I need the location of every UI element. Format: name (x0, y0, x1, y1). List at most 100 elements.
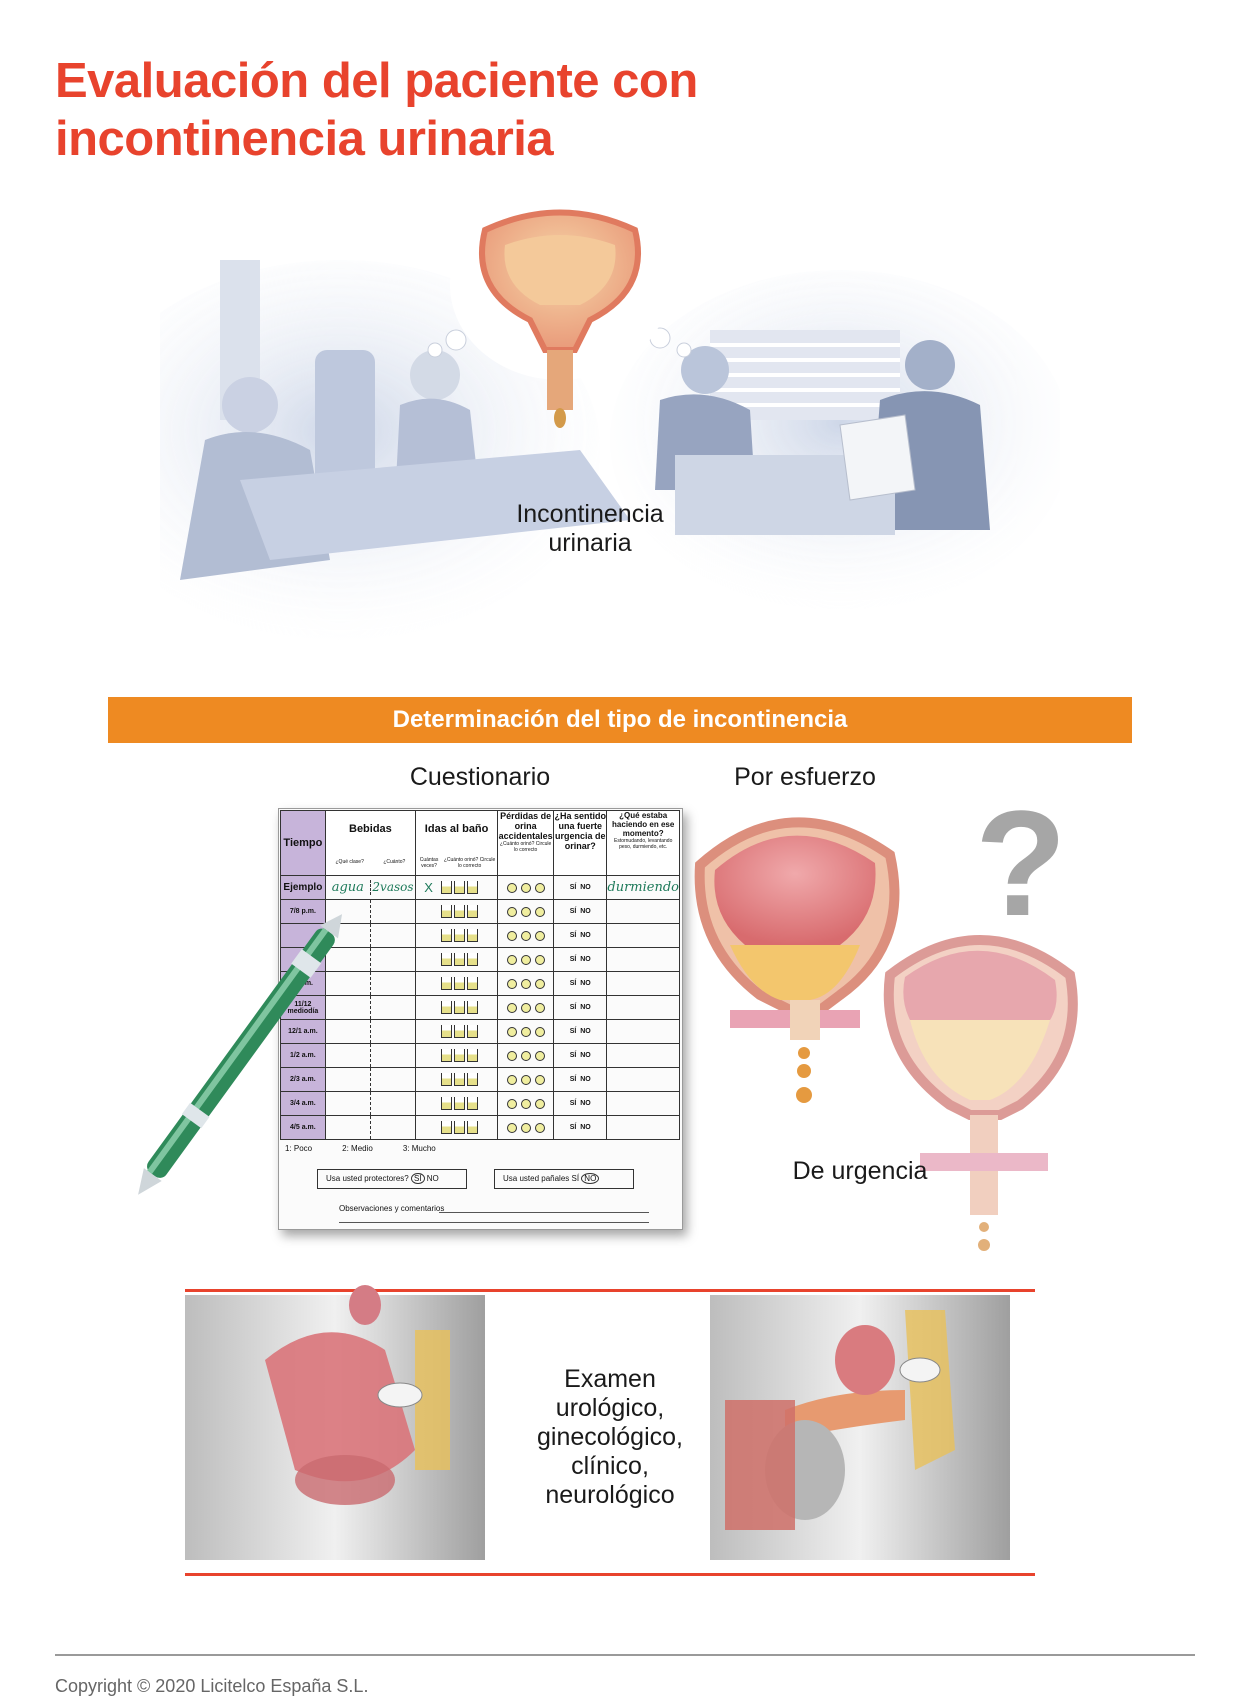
row-yes[interactable]: SÍ (569, 1124, 577, 1131)
footer-divider (55, 1654, 1195, 1656)
row-yes[interactable]: SÍ (569, 932, 577, 939)
row-no[interactable]: NO (580, 1100, 591, 1107)
row-leaks[interactable] (497, 899, 555, 924)
urge-bladder (883, 935, 1078, 1251)
header-bathroom-sub-2: ¿Cuánto orinó? Circule lo correcto (443, 857, 496, 869)
row-no[interactable]: NO (580, 1052, 591, 1059)
row-leaks[interactable] (497, 971, 555, 996)
row-yes[interactable]: SÍ (569, 956, 577, 963)
row-no[interactable]: NO (580, 1076, 591, 1083)
row-yes[interactable]: SÍ (569, 980, 577, 987)
form-row: 2/3 a.m. SÍ NO (280, 1067, 680, 1092)
row-urge[interactable]: SÍ NO (553, 947, 608, 972)
exam-label: Examen urológico, ginecológico, clínico,… (510, 1365, 710, 1510)
title-line-2: incontinencia urinaria (55, 112, 554, 166)
row-urge[interactable]: SÍ NO (553, 1067, 608, 1092)
row-activity[interactable] (606, 899, 680, 924)
row-leaks[interactable] (497, 995, 555, 1020)
page-title: Evaluación del paciente con incontinenci… (55, 52, 955, 168)
row-bathroom[interactable] (415, 1067, 499, 1092)
header-time: Tiempo (280, 810, 326, 876)
row-yes[interactable]: SÍ (569, 1100, 577, 1107)
row-yes[interactable]: SÍ (569, 1052, 577, 1059)
row-bathroom[interactable] (415, 1115, 499, 1140)
header-doing-sub: Estornudando, levantando peso, durmiendo… (613, 838, 673, 850)
right-scene (610, 270, 1060, 610)
row-time: 3/4 a.m. (280, 1091, 326, 1116)
example-drink-type: agua (331, 880, 364, 895)
row-no[interactable]: NO (580, 980, 591, 987)
row-yes[interactable]: SÍ (569, 1004, 577, 1011)
incontinence-label: Incontinencia urinaria (490, 500, 690, 558)
row-leaks[interactable] (497, 1043, 555, 1068)
row-activity[interactable] (606, 923, 680, 948)
row-yes[interactable]: SÍ (569, 1028, 577, 1035)
row-time: 12/1 a.m. (280, 1019, 326, 1044)
incontinence-label-line-1: Incontinencia (516, 500, 664, 528)
row-no[interactable]: NO (580, 1124, 591, 1131)
row-bathroom[interactable] (415, 995, 499, 1020)
amount-legend: 1: Poco 2: Medio 3: Mucho (285, 1144, 436, 1153)
row-bathroom[interactable] (415, 1091, 499, 1116)
row-activity[interactable] (606, 1043, 680, 1068)
bladder-types-illustration: ? (694, 795, 1078, 1251)
row-leaks[interactable] (497, 923, 555, 948)
incontinence-label-line-2: urinaria (548, 529, 632, 557)
row-activity[interactable] (606, 1019, 680, 1044)
header-leaks-label: Pérdidas de orina accidentales (498, 811, 553, 841)
form-row: 1/2 a.m.SÍ NO (280, 1043, 680, 1068)
row-urge[interactable]: SÍ NO (553, 1091, 608, 1116)
row-drinks[interactable] (324, 1043, 417, 1068)
row-yes[interactable]: SÍ (569, 908, 577, 915)
row-bathroom[interactable] (415, 971, 499, 996)
row-activity[interactable] (606, 971, 680, 996)
example-urge: SÍ NO (553, 875, 608, 900)
row-bathroom[interactable] (415, 899, 499, 924)
row-bathroom[interactable] (415, 923, 499, 948)
questionnaire-caption: Cuestionario (409, 763, 551, 791)
row-bathroom[interactable] (415, 947, 499, 972)
row-activity[interactable] (606, 1067, 680, 1092)
protectors-yes: SÍ (410, 1173, 425, 1184)
row-urge[interactable]: SÍ NO (553, 971, 608, 996)
row-leaks[interactable] (497, 947, 555, 972)
row-activity[interactable] (606, 995, 680, 1020)
protectors-box: Usa usted protectores? SÍ NO (317, 1169, 467, 1189)
row-leaks[interactable] (497, 1115, 555, 1140)
row-leaks[interactable] (497, 1019, 555, 1044)
row-activity[interactable] (606, 947, 680, 972)
exam-illustrations (185, 1285, 1010, 1560)
row-no[interactable]: NO (580, 1028, 591, 1035)
row-urge[interactable]: SÍ NO (553, 923, 608, 948)
row-leaks[interactable] (497, 1091, 555, 1116)
header-drinks-sub-2: ¿Cuánto? (383, 859, 406, 865)
example-times: X (424, 880, 433, 895)
header-bathroom-label: Idas al baño (424, 823, 489, 835)
row-drinks[interactable] (324, 971, 417, 996)
row-no[interactable]: NO (580, 956, 591, 963)
exam-line-2: urológico, (555, 1394, 665, 1422)
row-urge[interactable]: SÍ NO (553, 1043, 608, 1068)
row-activity[interactable] (606, 1091, 680, 1116)
row-drinks[interactable] (324, 1115, 417, 1140)
legend-1: 1: Poco (285, 1144, 313, 1153)
row-urge[interactable]: SÍ NO (553, 995, 608, 1020)
row-time: 2/3 a.m. (280, 1067, 326, 1092)
row-bathroom[interactable] (415, 1043, 499, 1068)
row-urge[interactable]: SÍ NO (553, 1019, 608, 1044)
row-drinks[interactable] (324, 1091, 417, 1116)
row-no[interactable]: NO (580, 908, 591, 915)
example-no: NO (580, 884, 591, 891)
row-urge[interactable]: SÍ NO (553, 1115, 608, 1140)
example-leaks (497, 875, 555, 900)
row-activity[interactable] (606, 1115, 680, 1140)
stress-caption: Por esfuerzo (734, 763, 876, 791)
row-bathroom[interactable] (415, 1019, 499, 1044)
row-yes[interactable]: SÍ (569, 1076, 577, 1083)
row-drinks[interactable] (324, 923, 417, 948)
row-leaks[interactable] (497, 1067, 555, 1092)
row-no[interactable]: NO (580, 1004, 591, 1011)
row-urge[interactable]: SÍ NO (553, 899, 608, 924)
row-no[interactable]: NO (580, 932, 591, 939)
row-drinks[interactable] (324, 1019, 417, 1044)
